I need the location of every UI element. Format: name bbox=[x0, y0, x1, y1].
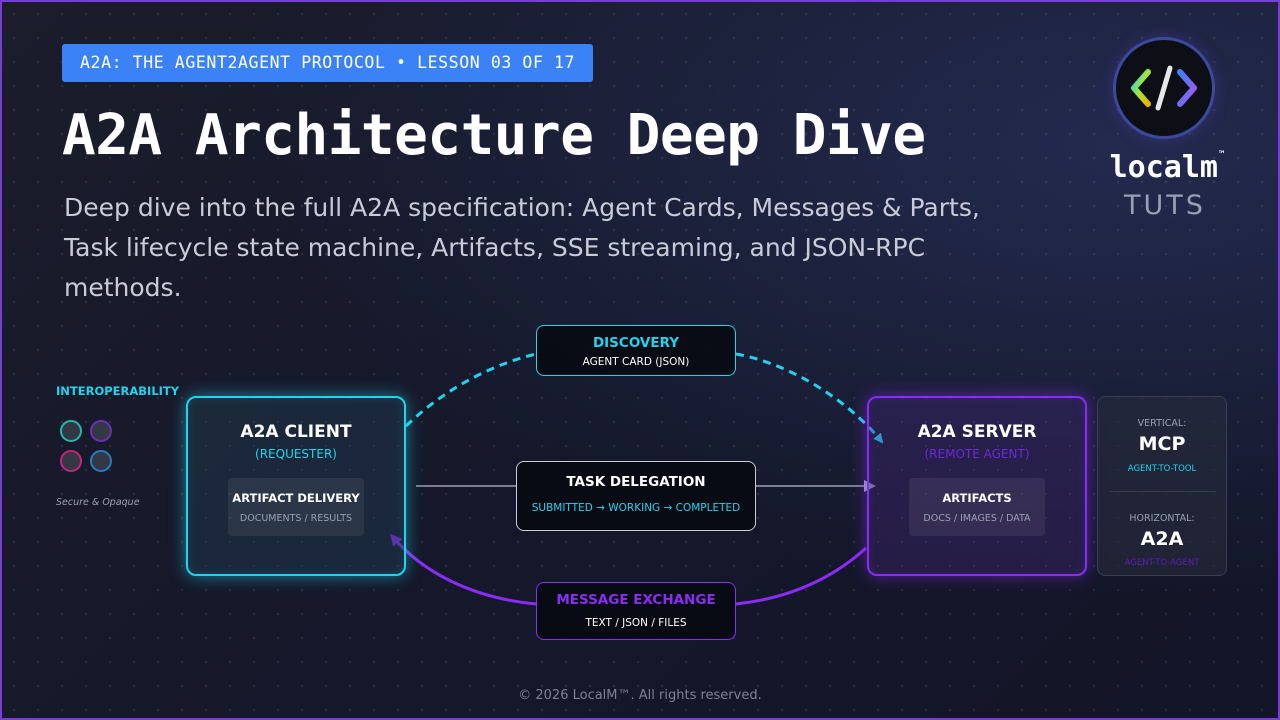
message-exchange-box: MESSAGE EXCHANGE TEXT / JSON / FILES bbox=[536, 582, 736, 640]
brand-subtitle: TUTS bbox=[1124, 190, 1206, 221]
message-arc-2 bbox=[390, 533, 537, 606]
server-role: (REMOTE AGENT) bbox=[924, 447, 1030, 461]
task-sub: SUBMITTED → WORKING → COMPLETED bbox=[531, 502, 741, 514]
interop-dot bbox=[90, 420, 112, 442]
copyright: © 2026 LocalM™. All rights reserved. bbox=[518, 688, 762, 703]
vertical-value: MCP bbox=[1138, 433, 1186, 455]
horizontal-value: A2A bbox=[1140, 528, 1184, 550]
interop-dot bbox=[90, 450, 112, 472]
vertical-label: VERTICAL: bbox=[1137, 418, 1187, 429]
code-brackets-icon bbox=[1131, 65, 1197, 111]
discovery-box: DISCOVERY AGENT CARD (JSON) bbox=[536, 325, 736, 376]
page-subtitle: Deep dive into the full A2A specificatio… bbox=[64, 193, 980, 302]
artifact-delivery-title: ARTIFACT DELIVERY bbox=[232, 491, 360, 505]
task-title: TASK DELEGATION bbox=[566, 474, 706, 490]
secure-caption: Secure & Opaque bbox=[56, 497, 140, 508]
discovery-sub: AGENT CARD (JSON) bbox=[582, 356, 690, 368]
discovery-arc-2 bbox=[735, 352, 884, 444]
message-arc bbox=[735, 546, 868, 606]
brand-logo bbox=[1116, 40, 1212, 136]
artifact-delivery-card: ARTIFACT DELIVERY DOCUMENTS / RESULTS bbox=[228, 478, 364, 536]
a2a-client-box: A2A CLIENT (REQUESTER) ARTIFACT DELIVERY… bbox=[186, 396, 406, 576]
lesson-badge: A2A: THE AGENT2AGENT PROTOCOL • LESSON 0… bbox=[62, 44, 594, 82]
brand-trademark: ™ bbox=[1218, 150, 1225, 160]
artifact-delivery-sub: DOCUMENTS / RESULTS bbox=[239, 513, 353, 524]
panel-divider bbox=[1110, 491, 1216, 492]
vertical-tag: AGENT-TO-TOOL bbox=[1127, 464, 1197, 474]
interop-dot bbox=[60, 420, 82, 442]
client-role: (REQUESTER) bbox=[255, 447, 337, 461]
brand-name: localm™ bbox=[1100, 150, 1234, 185]
page-title: A2A Architecture Deep Dive bbox=[62, 103, 926, 168]
horizontal-tag: AGENT-TO-AGENT bbox=[1124, 558, 1200, 568]
brand-name-text: localm bbox=[1109, 150, 1218, 185]
interop-dot bbox=[60, 450, 82, 472]
discovery-arc bbox=[404, 352, 537, 428]
message-sub: TEXT / JSON / FILES bbox=[585, 617, 687, 629]
protocol-comparison-panel: VERTICAL: MCP AGENT-TO-TOOL HORIZONTAL: … bbox=[1097, 396, 1227, 576]
artifacts-sub: DOCS / IMAGES / DATA bbox=[923, 513, 1031, 524]
artifacts-card: ARTIFACTS DOCS / IMAGES / DATA bbox=[909, 478, 1045, 536]
server-title: A2A SERVER bbox=[917, 422, 1037, 442]
client-title: A2A CLIENT bbox=[240, 422, 352, 442]
message-title: MESSAGE EXCHANGE bbox=[556, 592, 716, 608]
a2a-server-box: A2A SERVER (REMOTE AGENT) ARTIFACTS DOCS… bbox=[867, 396, 1087, 576]
artifacts-title: ARTIFACTS bbox=[942, 491, 1012, 505]
interoperability-label: INTEROPERABILITY bbox=[56, 384, 180, 398]
horizontal-label: HORIZONTAL: bbox=[1129, 513, 1195, 524]
task-delegation-box: TASK DELEGATION SUBMITTED → WORKING → CO… bbox=[516, 461, 756, 531]
discovery-title: DISCOVERY bbox=[592, 335, 680, 351]
